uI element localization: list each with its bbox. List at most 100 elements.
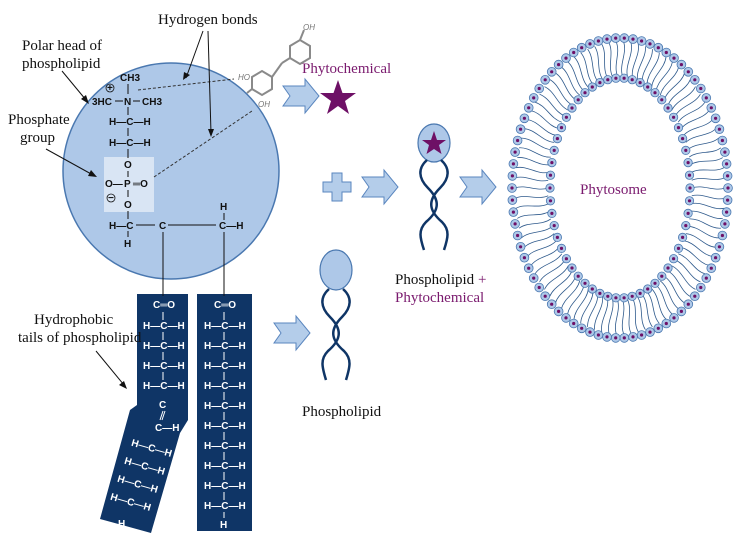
lipid-tail <box>675 259 701 283</box>
lipid-tail <box>544 86 569 111</box>
phytochemical-dot <box>622 336 626 340</box>
lipid-tail <box>680 110 710 129</box>
lipid-tail <box>527 119 557 136</box>
lipid-tail <box>549 271 573 297</box>
lipid-tail <box>523 233 555 248</box>
complex-label-line2: Phytochemical <box>395 290 484 306</box>
ch3-right: CH3 <box>142 97 162 108</box>
phytochemical-dot <box>709 266 713 270</box>
phytochemical-dot <box>550 70 554 74</box>
lipid-tail <box>631 44 639 78</box>
phosphorus: P <box>124 179 131 190</box>
lipid-tail <box>690 157 723 166</box>
double-bond-carbon: C <box>159 400 166 411</box>
phytochemical-dot <box>726 186 730 190</box>
phosphate-group-box <box>104 157 154 212</box>
lipid-tail <box>567 61 585 92</box>
phytochemical-dot <box>596 39 601 43</box>
lipid-tail <box>515 166 549 174</box>
polar-head-label-line1: Polar head of <box>22 38 102 54</box>
polar-head-label-line2: phospholipid <box>22 56 101 72</box>
lipid-tail <box>687 225 719 239</box>
phytochemical-dot <box>679 309 684 313</box>
phytochemical-dot <box>598 291 602 295</box>
lipid-tail <box>671 86 696 111</box>
phytochemical-dot <box>606 294 610 298</box>
phytochemical-dot <box>570 106 574 110</box>
phytochemical-dot <box>664 321 668 326</box>
phytochemical-dot <box>640 333 644 337</box>
phytochemical-dot <box>576 98 580 102</box>
lipid-tail <box>555 72 576 101</box>
lipid-tail <box>567 284 585 315</box>
phytochemical-dot <box>511 210 515 214</box>
phytochemical-dot <box>516 138 520 143</box>
lipid-tail <box>515 203 549 209</box>
phytochemical-dot <box>527 266 531 270</box>
phytochemical-dot <box>723 150 727 154</box>
phytochemical-dot <box>590 287 594 291</box>
ch2-unit: H—C—H <box>204 421 246 432</box>
lipid-tail <box>646 52 660 85</box>
phytochemical-dot <box>588 330 592 334</box>
lipid-tail <box>549 79 573 106</box>
ch2-unit: H—C—H <box>204 501 246 512</box>
lipid-tail <box>641 49 653 82</box>
phytochemical-dot <box>631 335 635 339</box>
phytochemical-dot <box>672 56 676 60</box>
phytochemical-dot <box>583 91 587 95</box>
phytochemical-dot <box>699 86 703 91</box>
arrow-to-phytochemical <box>282 78 320 114</box>
phytochemical-dot <box>559 126 564 130</box>
phytochemical-dot <box>606 78 610 82</box>
ch2-unit: H—C—H <box>204 441 246 452</box>
lipid-tail <box>608 42 613 77</box>
phytochemical-dot <box>686 302 690 306</box>
phytochemical-dot <box>564 316 568 320</box>
lipid-tail <box>651 56 667 88</box>
terminal-h: H <box>118 519 125 530</box>
phytochemical-dot <box>684 224 688 228</box>
ch2-unit: H—C—H <box>204 321 246 332</box>
kinked-ch: C—H <box>155 423 179 434</box>
phytochemical-dot <box>656 46 660 50</box>
lipid-tail <box>667 270 691 297</box>
phytochemical-dot <box>605 37 609 41</box>
phytochemical-dot <box>580 46 584 50</box>
oxygen-lower: O <box>124 200 132 211</box>
phytochemical-dot <box>511 162 515 166</box>
phytochemical-dot <box>660 274 664 278</box>
phytochemical-dot <box>660 98 664 102</box>
hydrogen-bonds-label: Hydrogen bonds <box>158 12 258 28</box>
ch2-unit: H—C—H <box>204 361 246 372</box>
ch2-unit: H—C—H <box>143 341 185 352</box>
lipid-tail <box>664 275 685 304</box>
phytochemical-dot <box>614 76 618 80</box>
phytochemical-dot <box>720 233 725 238</box>
lipid-tail <box>514 186 549 190</box>
phytochemical-dot <box>550 161 554 165</box>
phosphate-o-left: O— <box>105 179 123 190</box>
phytochemical-dot <box>543 294 547 298</box>
phytochemical-dot <box>653 91 657 95</box>
phytochemical-dot <box>552 224 556 228</box>
lipid-tail <box>691 177 725 181</box>
phospholipid-icon <box>319 249 353 381</box>
phytochemical-dot <box>622 36 626 40</box>
lipid-tail <box>608 299 614 334</box>
arrow-to-phospholipid <box>273 315 311 351</box>
hydrophobic-label-line2: tails of phospholipid <box>18 330 142 346</box>
lipid-tail <box>573 288 589 320</box>
lipid-tail <box>539 93 565 117</box>
phytochemical-dot <box>631 37 635 41</box>
phytochemical-dot <box>614 36 618 40</box>
phytochemical-dot <box>510 186 514 190</box>
phytochemical-dot <box>687 173 692 177</box>
lipid-tail <box>655 284 673 315</box>
lipid-tail <box>517 210 550 219</box>
lipid-tail <box>689 218 721 229</box>
lipid-tail <box>521 225 553 239</box>
lipid-tail <box>517 157 550 166</box>
lipid-tail <box>555 276 577 304</box>
lipid-tail <box>627 299 632 334</box>
